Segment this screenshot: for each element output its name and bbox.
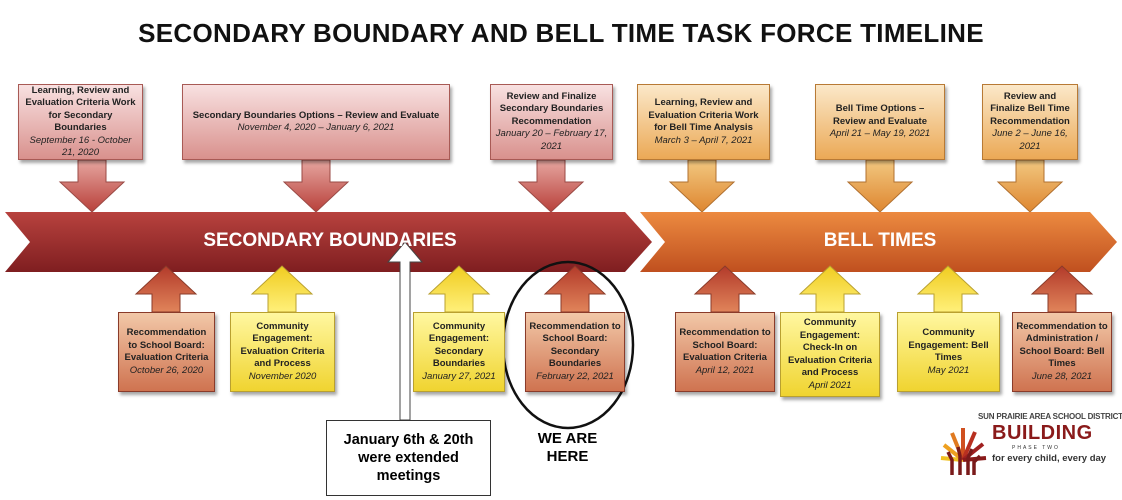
box-date: June 28, 2021 <box>1031 370 1093 382</box>
secondary-boundaries-band <box>5 212 652 272</box>
we-are-here-label: WE ARE HERE <box>537 430 598 465</box>
box-title: Learning, Review and Evaluation Criteria… <box>648 97 759 133</box>
box-date: November 4, 2020 – January 6, 2021 <box>237 122 395 133</box>
box-date: September 16 - October 21, 2020 <box>29 134 132 159</box>
bottom-box: Recommendation to School Board: Secondar… <box>525 312 625 392</box>
box-title: Learning, Review and Evaluation Criteria… <box>25 84 136 134</box>
box-date: May 2021 <box>927 364 970 376</box>
logo-tagline: for every child, every day <box>992 453 1107 464</box>
top-box: Learning, Review and Evaluation Criteria… <box>637 84 770 160</box>
box-date: January 27, 2021 <box>422 370 496 382</box>
box-date: April 12, 2021 <box>695 364 755 376</box>
bottom-box: Community Engagement: Secondary Boundari… <box>413 312 505 392</box>
box-title: Recommendation to Administration / Schoo… <box>1016 320 1108 370</box>
district-logo: SUN PRAIRIE AREA SCHOOL DISTRICT BUILDIN… <box>938 412 1122 478</box>
up-arrow <box>250 265 314 313</box>
box-date: November 2020 <box>248 370 317 382</box>
down-arrow <box>996 159 1064 213</box>
box-date: October 26, 2020 <box>129 364 204 376</box>
box-date: June 2 – June 16, 2021 <box>992 128 1068 152</box>
secondary-boundaries-label: SECONDARY BOUNDARIES <box>203 230 457 251</box>
up-arrow <box>543 265 607 313</box>
top-box: Learning, Review and Evaluation Criteria… <box>18 84 143 160</box>
box-title: Community Engagement: Evaluation Criteri… <box>240 320 325 370</box>
box-date: March 3 – April 7, 2021 <box>654 134 753 146</box>
up-arrow <box>427 265 491 313</box>
box-date: February 22, 2021 <box>536 370 614 382</box>
box-date: April 2021 <box>808 379 852 391</box>
logo-district: SUN PRAIRIE AREA SCHOOL DISTRICT <box>978 412 1122 421</box>
down-arrow <box>58 159 126 213</box>
sunburst-logo-icon <box>940 428 987 475</box>
logo-name: BUILDING <box>992 422 1093 444</box>
up-arrow <box>1030 265 1094 313</box>
bottom-box: Recommendation to Administration / Schoo… <box>1012 312 1112 392</box>
top-box: Review and Finalize Secondary Boundaries… <box>490 84 613 160</box>
bottom-box: Community Engagement: Evaluation Criteri… <box>230 312 335 392</box>
box-date: April 21 – May 19, 2021 <box>829 128 931 140</box>
box-title: Review and Finalize Secondary Boundaries… <box>499 90 604 127</box>
box-title: Secondary Boundaries Options – Review an… <box>192 109 440 121</box>
extended-meetings-callout: January 6th & 20th were extended meeting… <box>326 420 491 496</box>
down-arrow <box>668 159 736 213</box>
up-arrows <box>134 265 1094 313</box>
bell-times-label: BELL TIMES <box>823 230 937 251</box>
top-box: Secondary Boundaries Options – Review an… <box>182 84 450 160</box>
box-title: Community Engagement: Secondary Boundari… <box>428 320 490 370</box>
up-arrow <box>693 265 757 313</box>
up-arrow <box>798 265 862 313</box>
down-arrow <box>846 159 914 213</box>
box-title: Review and Finalize Bell Time Recommenda… <box>990 90 1070 127</box>
white-up-arrow <box>386 241 424 421</box>
box-title: Bell Time Options – Review and Evaluate <box>833 103 927 127</box>
box-title: Recommendation to School Board: Evaluati… <box>679 327 771 363</box>
page-title: SECONDARY BOUNDARY AND BELL TIME TASK FO… <box>138 18 984 48</box>
bottom-box: Community Engagement: Check-In on Evalua… <box>780 312 880 397</box>
bottom-box: Recommendation to School Board: Evaluati… <box>118 312 215 392</box>
box-title: Community Engagement: Bell Times <box>908 327 989 363</box>
down-arrow <box>517 159 585 213</box>
box-date: January 20 – February 17, 2021 <box>495 128 608 152</box>
logo-phase: PHASE TWO <box>1012 445 1060 451</box>
box-title: Recommendation to School Board: Evaluati… <box>124 327 209 363</box>
up-arrow <box>134 265 198 313</box>
top-box: Review and Finalize Bell Time Recommenda… <box>982 84 1078 160</box>
up-arrow <box>916 265 980 313</box>
bell-times-band <box>640 212 1117 272</box>
down-arrow <box>282 159 350 213</box>
box-title: Recommendation to School Board: Secondar… <box>529 320 621 370</box>
bottom-box: Recommendation to School Board: Evaluati… <box>675 312 775 392</box>
down-arrows <box>58 159 1064 213</box>
box-title: Community Engagement: Check-In on Evalua… <box>788 317 872 378</box>
